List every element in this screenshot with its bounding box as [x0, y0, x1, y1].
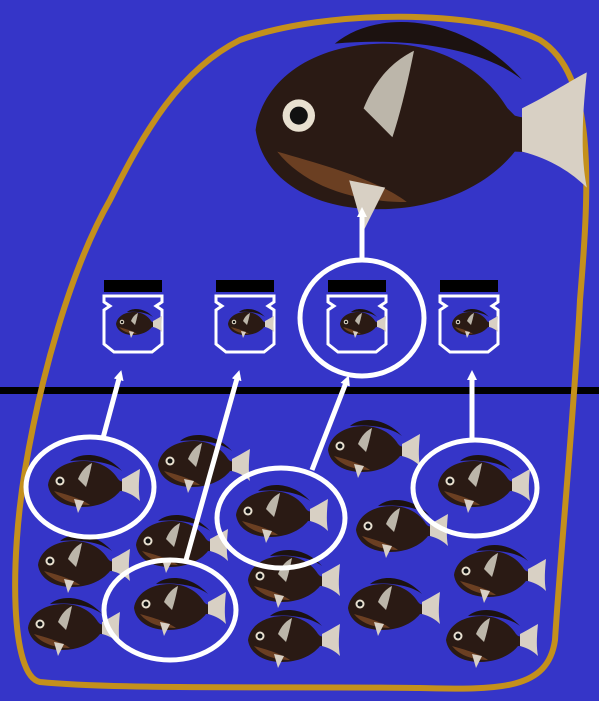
population-boundary — [12, 13, 590, 692]
sample-arrow — [309, 375, 350, 471]
sample-arrow — [100, 370, 124, 439]
divider-line — [0, 387, 599, 394]
sample-circle — [214, 465, 348, 571]
sample-arrow — [183, 370, 242, 561]
sample-circle — [410, 437, 540, 539]
sample-circle — [101, 557, 239, 663]
sample-circle — [23, 434, 157, 540]
